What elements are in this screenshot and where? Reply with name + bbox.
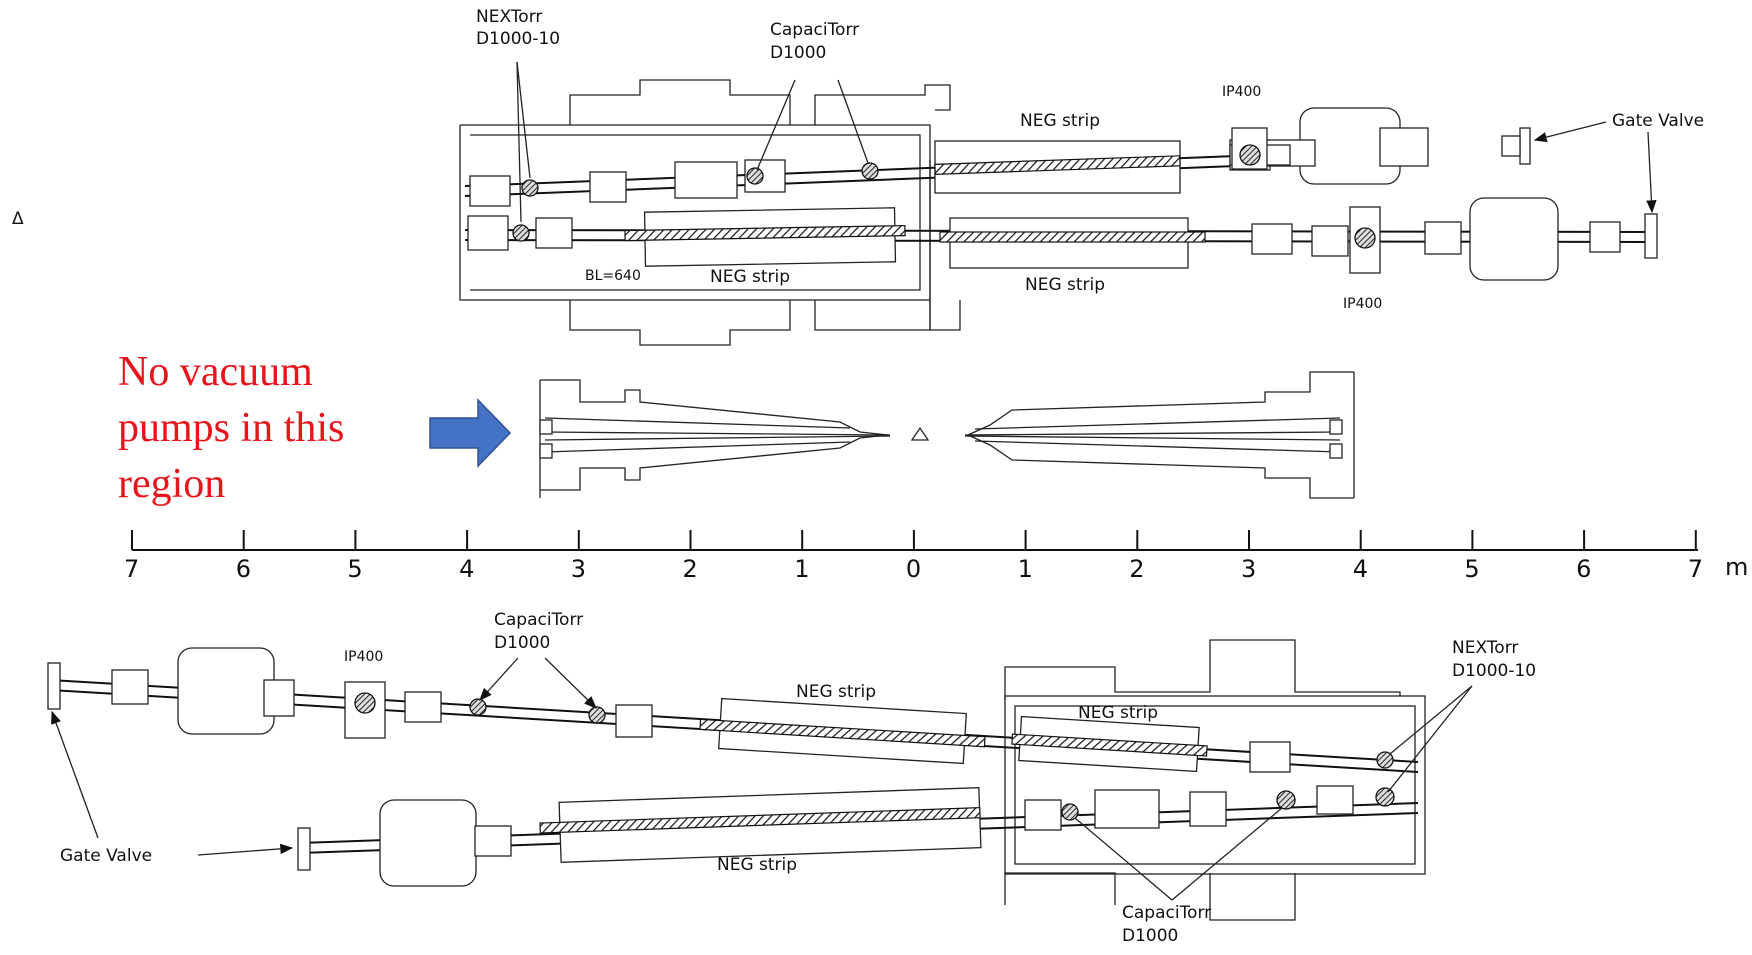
scale-tick-label: 5 [1464, 555, 1479, 583]
bottom-nextorr-line2: D1000-10 [1452, 661, 1536, 681]
bottom-gate-valve-label: Gate Valve [60, 846, 152, 866]
scale-tick-label: 3 [571, 555, 586, 583]
top-capacitorr-label-line2: D1000 [770, 43, 826, 63]
bottom-assembly: CapaciTorr D1000 IP400 NEG strip NEG str… [47, 610, 1536, 946]
bottom-lower-beampipe [297, 785, 1419, 887]
scale-tick-label: 7 [1688, 555, 1703, 583]
scale-tick-label: 6 [236, 555, 251, 583]
scale-tick-label: 1 [794, 555, 809, 583]
scale-tick-label: 2 [683, 555, 698, 583]
top-ip400-label-a: IP400 [1222, 84, 1261, 100]
top-neg-strip-label-b: NEG strip [710, 267, 790, 287]
scale-tick-label: 1 [1018, 555, 1033, 583]
top-labels: NEXTorr D1000-10 CapaciTorr D1000 IP400 … [12, 7, 1704, 312]
bottom-labels: CapaciTorr D1000 IP400 NEG strip NEG str… [51, 610, 1536, 946]
scale-unit: m [1725, 553, 1748, 581]
ir-note: No vacuum pumps in this region [118, 349, 512, 507]
top-assembly: NEXTorr D1000-10 CapaciTorr D1000 IP400 … [12, 7, 1704, 346]
top-lower-beampipe [464, 197, 1658, 281]
scale-tick-label: 2 [1129, 555, 1144, 583]
scale-ticks: 7 6 5 4 3 2 1 0 1 2 3 4 5 6 7 [124, 530, 1703, 583]
top-support-frame [459, 79, 961, 346]
note-line1: No vacuum [118, 349, 313, 395]
top-neg-strip-label-c: NEG strip [1025, 275, 1105, 295]
bottom-neg-strip-label-b: NEG strip [1078, 703, 1158, 723]
scale-tick-label: 6 [1576, 555, 1591, 583]
distance-scale: 7 6 5 4 3 2 1 0 1 2 3 4 5 6 7 m [124, 530, 1748, 583]
top-upper-beampipe [464, 107, 1531, 207]
top-bl640-label: BL=640 [585, 268, 641, 284]
note-line2: pumps in this [118, 405, 344, 451]
top-neg-strip-label-a: NEG strip [1020, 111, 1100, 131]
bottom-capacitorr-top-line1: CapaciTorr [494, 610, 583, 630]
top-capacitorr-label-line1: CapaciTorr [770, 20, 859, 40]
top-gate-valve-label: Gate Valve [1612, 111, 1704, 131]
bottom-capacitorr-top-line2: D1000 [494, 633, 550, 653]
bottom-support-frame [1004, 639, 1426, 921]
scale-tick-label: 0 [906, 555, 921, 583]
top-nextorr-label-line1: NEXTorr [476, 7, 542, 27]
scale-tick-label: 5 [347, 555, 362, 583]
scale-tick-label: 4 [1353, 555, 1368, 583]
top-ip400-label-b: IP400 [1343, 296, 1382, 312]
bottom-nextorr-line1: NEXTorr [1452, 638, 1518, 658]
scale-tick-label: 4 [459, 555, 474, 583]
bottom-capacitorr-bot-line2: D1000 [1122, 926, 1178, 946]
scale-tick-label: 3 [1241, 555, 1256, 583]
bottom-neg-strip-label-a: NEG strip [796, 682, 876, 702]
top-triangle-marker: Δ [12, 209, 24, 229]
bottom-upper-beampipe [47, 647, 1419, 773]
bottom-ip400-label: IP400 [344, 649, 383, 665]
interaction-region-chambers [539, 371, 1355, 499]
scale-tick-label: 7 [124, 555, 139, 583]
top-nextorr-label-line2: D1000-10 [476, 29, 560, 49]
blue-arrow-icon [429, 398, 512, 468]
bottom-neg-strip-label-c: NEG strip [717, 855, 797, 875]
note-line3: region [118, 461, 225, 507]
bottom-capacitorr-bot-line1: CapaciTorr [1122, 903, 1211, 923]
